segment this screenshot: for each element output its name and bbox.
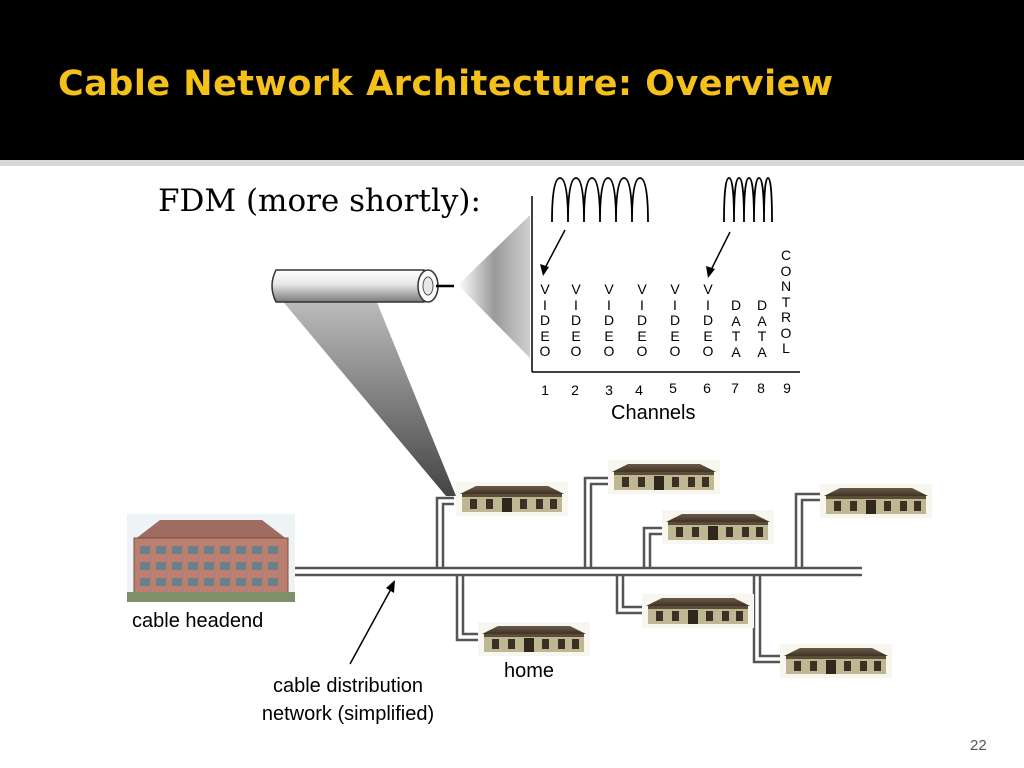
channel-label-7: D A T A <box>730 297 742 360</box>
video-waveform-icon <box>551 177 649 223</box>
channel-number-8: 8 <box>757 380 765 396</box>
home-caption: home <box>504 660 555 682</box>
home-7 <box>780 644 892 678</box>
distribution-caption: cable distribution network (simplified) <box>261 675 435 725</box>
home-4 <box>820 484 932 518</box>
coax-cable-icon <box>271 269 454 303</box>
home-3 <box>662 510 774 544</box>
channel-label-9: C O N T R O L <box>780 247 792 356</box>
channel-label-6: V I D E O <box>702 281 714 359</box>
channel-number-1: 1 <box>541 382 549 398</box>
title-bar <box>0 0 1024 160</box>
home-5 <box>478 622 590 656</box>
data-arrow <box>710 231 731 271</box>
channel-number-3: 3 <box>605 382 613 398</box>
headend-caption: cable headend <box>132 610 264 632</box>
channel-label-8: D A T A <box>756 297 768 360</box>
title-divider <box>0 160 1024 166</box>
home-1 <box>456 482 568 516</box>
channel-label-3: V I D E O <box>603 281 615 359</box>
channel-label-5: V I D E O <box>669 281 681 359</box>
zoom-cone-large <box>280 298 456 496</box>
channel-number-5: 5 <box>669 380 677 396</box>
home-6 <box>642 594 754 628</box>
channel-label-4: V I D E O <box>636 281 648 359</box>
fdm-label: FDM (more shortly): <box>158 183 481 219</box>
page-number: 22 <box>970 737 987 754</box>
headend-building-icon <box>127 514 295 602</box>
channel-number-4: 4 <box>635 382 643 398</box>
channels-axis-label: Channels <box>611 402 696 424</box>
channel-number-9: 9 <box>783 380 791 396</box>
distribution-arrow <box>349 588 392 665</box>
home-2 <box>608 460 720 494</box>
data-waveform-icon <box>723 177 773 223</box>
channel-number-7: 7 <box>731 380 739 396</box>
channel-label-2: V I D E O <box>570 281 582 359</box>
zoom-cone-small <box>458 215 530 358</box>
channel-number-6: 6 <box>703 380 711 396</box>
distribution-network <box>290 476 862 664</box>
slide-title: Cable Network Architecture: Overview <box>58 64 834 104</box>
channel-label-1: V I D E O <box>539 281 551 359</box>
channel-number-2: 2 <box>571 382 579 398</box>
video-arrow <box>544 229 566 269</box>
